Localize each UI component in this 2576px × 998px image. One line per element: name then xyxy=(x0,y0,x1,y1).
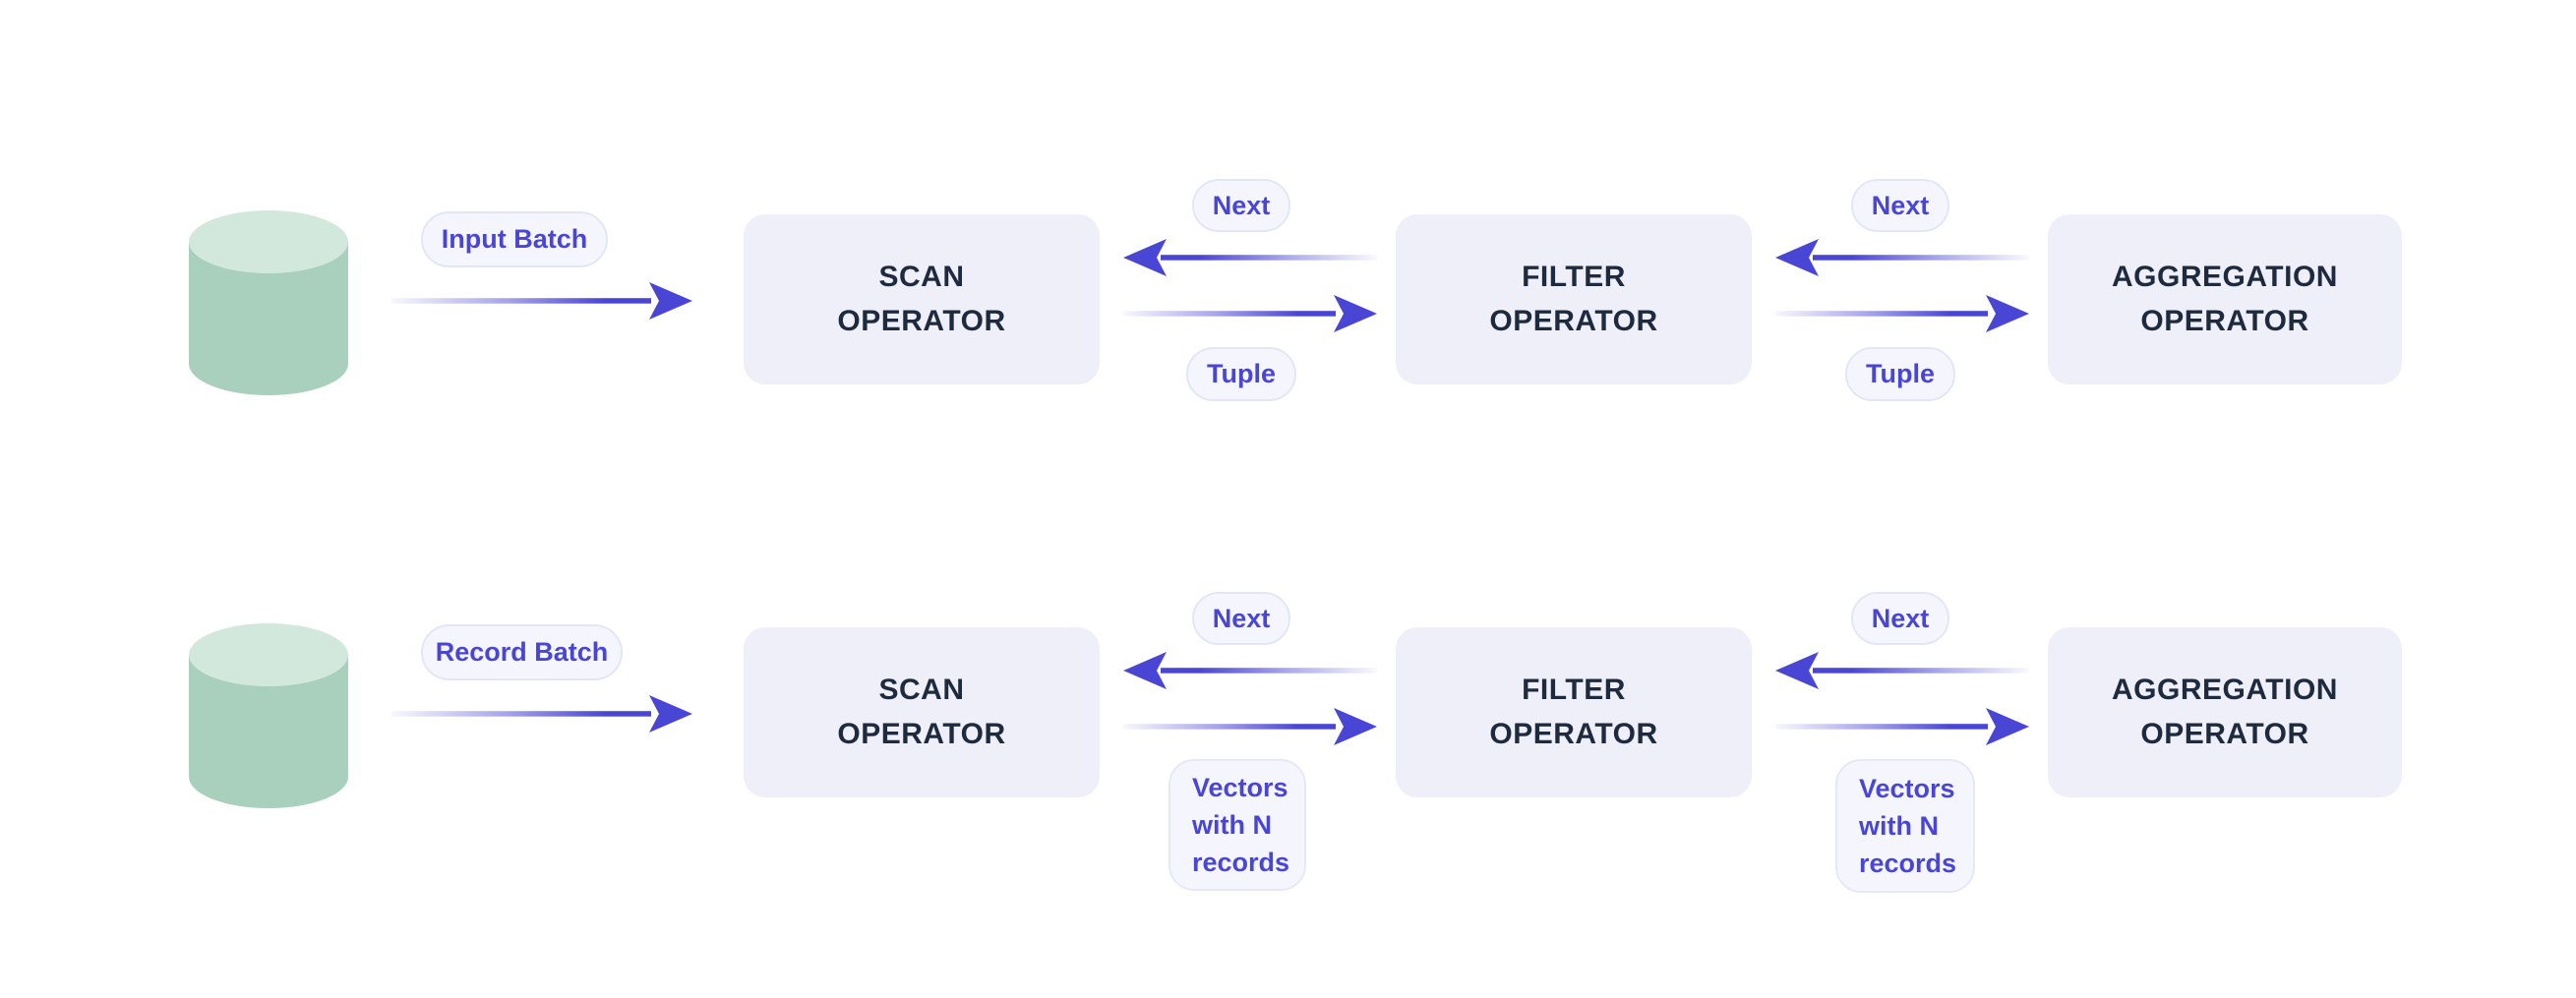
source-edge-label: Record Batch xyxy=(421,624,623,680)
source-edge-label: Input Batch xyxy=(421,211,608,267)
database-cylinder-icon xyxy=(189,210,348,395)
filter-operator-box: FILTER OPERATOR xyxy=(1396,627,1752,797)
vectors-right-arrow xyxy=(1775,708,2029,745)
tuple-right-arrow xyxy=(1123,295,1377,332)
vectors-payload-card: Vectors with N records xyxy=(1168,759,1306,891)
payload-line: Vectors xyxy=(1192,773,1288,802)
operator-label-line: SCAN xyxy=(878,674,965,706)
tuple-right-arrow xyxy=(1775,295,2029,332)
operator-label-line: OPERATOR xyxy=(1489,305,1658,337)
scan-operator-box: SCAN OPERATOR xyxy=(744,214,1100,384)
next-left-arrow xyxy=(1123,239,1377,276)
next-call-label: Next xyxy=(1851,592,1949,645)
operator-label-line: FILTER xyxy=(1522,261,1626,293)
next-left-arrow xyxy=(1775,239,2029,276)
aggregation-operator-box: AGGREGATION OPERATOR xyxy=(2048,214,2402,384)
next-left-arrow xyxy=(1775,652,2029,689)
vectors-right-arrow xyxy=(1123,708,1377,745)
source-right-arrow xyxy=(391,282,692,320)
operator-label-line: OPERATOR xyxy=(837,718,1006,750)
operator-label-line: AGGREGATION xyxy=(2112,261,2338,293)
payload-line: with N xyxy=(1859,811,1939,841)
payload-line: records xyxy=(1859,849,1957,878)
tuple-payload-label: Tuple xyxy=(1186,347,1296,401)
operator-label-line: AGGREGATION xyxy=(2112,674,2338,706)
next-call-label: Next xyxy=(1192,179,1290,232)
operator-label-line: SCAN xyxy=(878,261,965,293)
next-call-label: Next xyxy=(1851,179,1949,232)
source-right-arrow xyxy=(391,695,692,733)
operator-label-line: OPERATOR xyxy=(1489,718,1658,750)
next-call-label: Next xyxy=(1192,592,1290,645)
aggregation-operator-box: AGGREGATION OPERATOR xyxy=(2048,627,2402,797)
next-left-arrow xyxy=(1123,652,1377,689)
database-cylinder-icon xyxy=(189,623,348,808)
operator-label-line: OPERATOR xyxy=(2140,718,2309,750)
vectors-payload-card: Vectors with N records xyxy=(1835,759,1975,893)
operator-label-line: OPERATOR xyxy=(2140,305,2309,337)
scan-operator-box: SCAN OPERATOR xyxy=(744,627,1100,797)
filter-operator-box: FILTER OPERATOR xyxy=(1396,214,1752,384)
operator-label-line: OPERATOR xyxy=(837,305,1006,337)
payload-line: Vectors xyxy=(1859,774,1955,803)
payload-line: records xyxy=(1192,848,1290,877)
tuple-payload-label: Tuple xyxy=(1845,347,1955,401)
operator-label-line: FILTER xyxy=(1522,674,1626,706)
payload-line: with N xyxy=(1192,810,1272,840)
